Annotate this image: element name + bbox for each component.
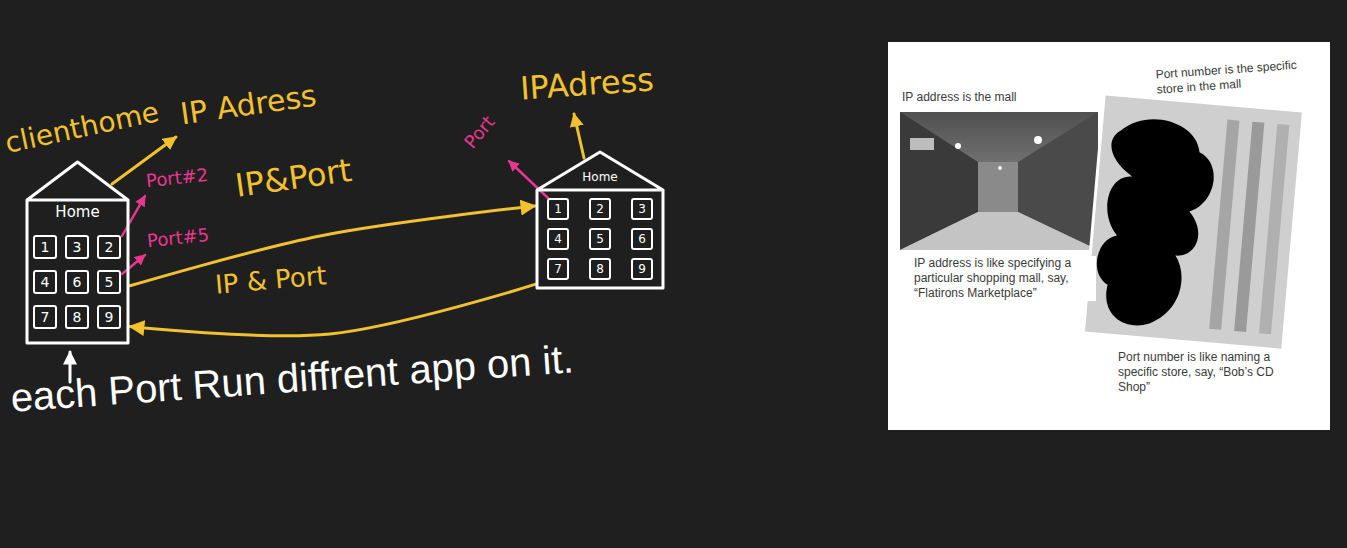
port-window: 1 xyxy=(547,198,569,220)
port-window: 2 xyxy=(97,235,121,259)
port-window: 9 xyxy=(631,258,653,280)
ip-label: IPAdress xyxy=(519,61,655,107)
photo-caption: IP address is like specifying a particul… xyxy=(914,256,1096,301)
client-house: Home 1 3 2 4 6 5 7 8 9 xyxy=(25,160,130,345)
window-number: 2 xyxy=(596,203,604,215)
street xyxy=(900,212,1098,250)
window-number: 6 xyxy=(73,275,82,289)
window-number: 7 xyxy=(554,263,562,275)
host-name: clienthome xyxy=(2,96,162,160)
street-lamp xyxy=(1034,136,1042,144)
house-label: Home xyxy=(55,204,99,221)
photo-heading: Port number is the specific store in the… xyxy=(1155,56,1317,97)
scribble-blot xyxy=(1092,115,1219,331)
shelf xyxy=(1209,120,1239,330)
edge-label: IP&Port xyxy=(230,152,357,206)
shop-sign xyxy=(910,138,934,150)
port-window: 4 xyxy=(33,270,57,294)
port-window: 3 xyxy=(631,198,653,220)
mall-photo xyxy=(900,112,1098,250)
port-window: 6 xyxy=(631,228,653,250)
leader-line xyxy=(122,255,145,274)
port-label: Port#5 xyxy=(146,225,210,252)
store-photo-frame xyxy=(1083,94,1303,351)
window-number: 1 xyxy=(41,240,50,254)
store-photo xyxy=(1083,94,1303,351)
port-window: 6 xyxy=(65,270,89,294)
port-label: Port xyxy=(460,112,499,153)
window-number: 4 xyxy=(554,233,562,245)
window-number: 5 xyxy=(596,233,604,245)
port-window: 7 xyxy=(33,305,57,329)
shelf xyxy=(1234,122,1264,332)
shelf xyxy=(1259,124,1289,334)
window-number: 3 xyxy=(73,240,82,254)
house-shape xyxy=(27,162,128,343)
house-shape xyxy=(537,152,663,288)
window-number: 1 xyxy=(554,203,562,215)
photo-heading: IP address is the mall xyxy=(902,90,1102,105)
handwritten-note: each Port Run diffrent app on it. xyxy=(9,335,575,420)
street-end xyxy=(978,162,1018,212)
port-window: 4 xyxy=(547,228,569,250)
window-number: 8 xyxy=(73,310,82,324)
port-window: 1 xyxy=(33,235,57,259)
port-window: 9 xyxy=(97,305,121,329)
window-number: 9 xyxy=(105,310,114,324)
window-number: 8 xyxy=(596,263,604,275)
street-lamp xyxy=(998,166,1002,170)
window-number: 6 xyxy=(638,233,646,245)
port-window: 5 xyxy=(97,270,121,294)
port-window: 2 xyxy=(589,198,611,220)
book-figure: IP address is the mall Port number is the… xyxy=(888,42,1330,430)
ip-label: IP Adress xyxy=(178,79,318,132)
leader-line xyxy=(122,196,145,236)
window-number: 2 xyxy=(105,240,114,254)
window-number: 7 xyxy=(41,310,50,324)
window-number: 3 xyxy=(638,203,646,215)
photo-caption: Port number is like naming a specific st… xyxy=(1118,350,1296,395)
leader-line xyxy=(509,161,548,198)
data-flow-arrow xyxy=(130,284,535,335)
port-window: 8 xyxy=(65,305,89,329)
data-flow-arrow xyxy=(130,206,535,286)
window-number: 9 xyxy=(638,263,646,275)
server-house: Home 1 2 3 4 5 6 7 8 9 xyxy=(535,150,665,290)
port-window: 8 xyxy=(589,258,611,280)
street-lamp xyxy=(955,143,961,149)
port-window: 5 xyxy=(589,228,611,250)
port-window: 3 xyxy=(65,235,89,259)
port-label: Port#2 xyxy=(145,165,209,192)
edge-label: IP & Port xyxy=(211,261,331,301)
window-number: 4 xyxy=(41,275,50,289)
port-window: 7 xyxy=(547,258,569,280)
leader-line xyxy=(574,114,584,158)
window-number: 5 xyxy=(105,275,114,289)
house-label: Home xyxy=(582,171,617,184)
